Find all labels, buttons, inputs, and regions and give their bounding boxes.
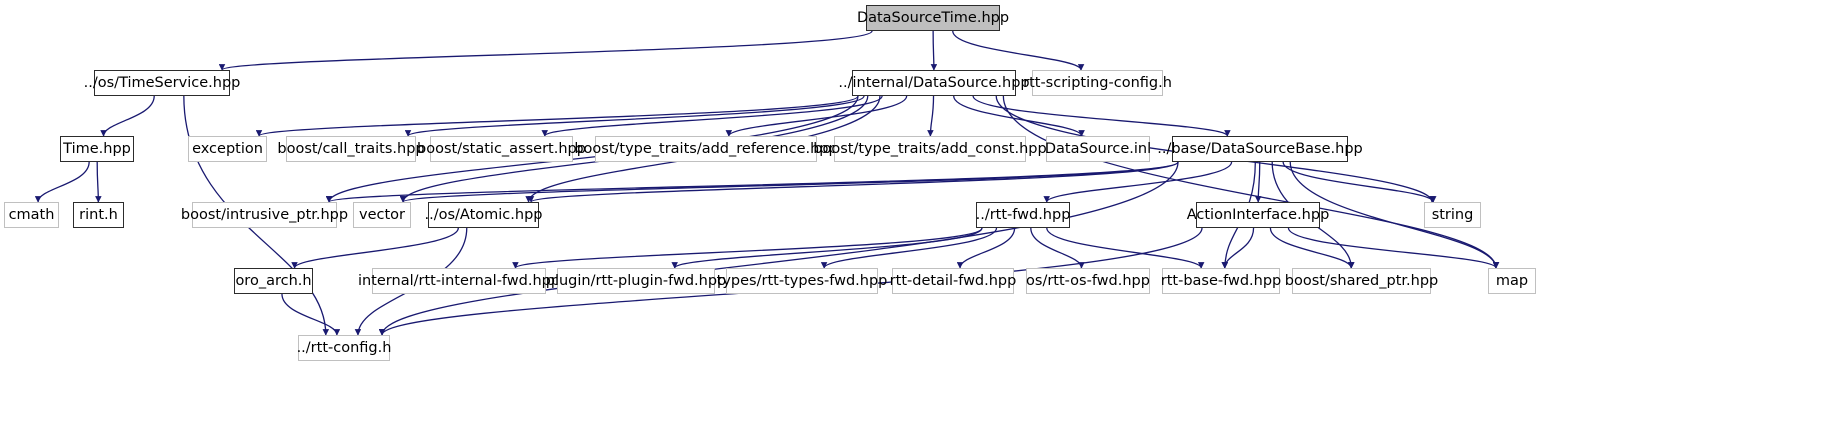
node-exception[interactable]: exception [188, 136, 267, 162]
node-internalfwd[interactable]: internal/rtt-internal-fwd.hpp [358, 268, 560, 294]
edge-datasourcetime-to-datasource [930, 30, 938, 71]
edge-timehpp-to-rinth [95, 161, 102, 203]
node-map[interactable]: map [1488, 268, 1536, 294]
node-pluginfwd[interactable]: plugin/rtt-plugin-fwd.hpp [546, 268, 726, 294]
node-staticassert[interactable]: boost/static_assert.hpp [417, 136, 586, 162]
node-label: rint.h [79, 206, 118, 223]
node-datasourcetime[interactable]: DataSourceTime.hpp [857, 5, 1009, 31]
edge-rttfwd-to-pluginfwd [671, 227, 983, 269]
edge-datasource-to-map [1002, 95, 1500, 269]
edge-atomic-to-oroarch [291, 227, 459, 269]
node-label: cmath [8, 206, 55, 223]
node-actioninterface[interactable]: ActionInterface.hpp [1187, 202, 1329, 228]
edge-rttfwd-to-basefwd [1046, 227, 1205, 269]
node-sharedptr[interactable]: boost/shared_ptr.hpp [1285, 268, 1438, 294]
node-label: Time.hpp [63, 140, 131, 157]
node-label: rtt-base-fwd.hpp [1160, 272, 1282, 289]
edge-datasourcetime-to-rttscriptingconfig [952, 30, 1085, 71]
edge-actioninterface-to-map [1287, 227, 1500, 269]
node-label: exception [192, 140, 263, 157]
node-label: internal/rtt-internal-fwd.hpp [357, 272, 561, 289]
node-label: oro_arch.h [235, 272, 312, 289]
node-string[interactable]: string [1424, 202, 1481, 228]
edge-rttfwd-to-internalfwd [512, 227, 983, 269]
edge-datasourcebase-to-rttfwd [1043, 161, 1233, 203]
edge-datasource-to-addconst [927, 95, 935, 137]
node-addconst[interactable]: boost/type_traits/add_const.hpp [813, 136, 1047, 162]
node-label: ../rtt-config.h [296, 339, 392, 356]
edge-datasource-to-calltraits [404, 95, 865, 137]
edge-datasourcebase-to-atomic [528, 161, 1179, 203]
node-timehpp[interactable]: Time.hpp [60, 136, 134, 162]
node-oroarch[interactable]: oro_arch.h [234, 268, 313, 294]
node-label: rtt-detail-fwd.hpp [889, 272, 1017, 289]
edge-timehpp-to-cmath [34, 161, 90, 203]
node-label: boost/type_traits/add_const.hpp [813, 140, 1047, 157]
node-detailfwd[interactable]: rtt-detail-fwd.hpp [890, 268, 1016, 294]
node-osfwd[interactable]: os/rtt-os-fwd.hpp [1026, 268, 1150, 294]
node-label: ../internal/DataSource.hpp [838, 74, 1030, 91]
edge-datasource-to-addreference [725, 95, 908, 137]
edge-datasource-to-datasourceinl [953, 95, 1085, 137]
node-addreference[interactable]: boost/type_traits/add_reference.hpp [574, 136, 838, 162]
node-cmath[interactable]: cmath [4, 202, 59, 228]
node-datasourcebase[interactable]: ../base/DataSourceBase.hpp [1157, 136, 1363, 162]
edge-datasource-to-datasourcebase [972, 95, 1231, 137]
edge-datasourcebase-to-actioninterface [1254, 161, 1262, 203]
node-label: ../os/TimeService.hpp [83, 74, 241, 91]
node-atomic[interactable]: ../os/Atomic.hpp [425, 202, 542, 228]
node-label: boost/call_traits.hpp [277, 140, 425, 157]
edge-datasourcebase-to-rttconfig [378, 161, 1179, 336]
node-label: boost/intrusive_ptr.hpp [180, 206, 349, 223]
edge-datasourcebase-to-map [1289, 161, 1500, 269]
node-label: string [1431, 206, 1474, 223]
node-timeservice[interactable]: ../os/TimeService.hpp [84, 70, 240, 96]
node-label: types/rtt-types-fwd.hpp [716, 272, 888, 289]
node-label: boost/type_traits/add_reference.hpp [574, 140, 838, 157]
node-datasource[interactable]: ../internal/DataSource.hpp [838, 70, 1030, 96]
edge-datasourcetime-to-timeservice [219, 30, 873, 71]
node-rttscriptingconfig[interactable]: rtt-scripting-config.h [1023, 70, 1172, 96]
edge-rttfwd-to-osfwd [1030, 227, 1085, 269]
node-rttfwd[interactable]: ../rtt-fwd.hpp [976, 202, 1070, 228]
node-label: rtt-scripting-config.h [1023, 74, 1172, 91]
edge-timeservice-to-timehpp [100, 95, 155, 137]
node-label: boost/shared_ptr.hpp [1284, 272, 1439, 289]
node-basefwd[interactable]: rtt-base-fwd.hpp [1161, 268, 1281, 294]
node-rinth[interactable]: rint.h [73, 202, 124, 228]
edge-datasource-to-intrusiveptr [325, 95, 859, 203]
node-label: vector [359, 206, 405, 223]
node-intrusiveptr[interactable]: boost/intrusive_ptr.hpp [181, 202, 348, 228]
node-typesfwd[interactable]: types/rtt-types-fwd.hpp [717, 268, 887, 294]
edge-oroarch-to-rttconfig [281, 293, 341, 336]
edge-datasource-to-exception [256, 95, 859, 137]
node-label: ../rtt-fwd.hpp [975, 206, 1071, 223]
edge-rttfwd-to-typesfwd [820, 227, 998, 269]
edge-actioninterface-to-basefwd [1221, 227, 1255, 269]
node-rttconfig[interactable]: ../rtt-config.h [297, 335, 391, 361]
node-label: map [1495, 272, 1529, 289]
node-label: ActionInterface.hpp [1186, 206, 1330, 223]
edge-datasourcebase-to-string [1282, 161, 1437, 203]
node-label: ../os/Atomic.hpp [424, 206, 543, 223]
edge-rttfwd-to-detailfwd [956, 227, 1016, 269]
node-label: DataSource.inl [1044, 140, 1152, 157]
node-label: os/rtt-os-fwd.hpp [1026, 272, 1150, 289]
node-vector[interactable]: vector [353, 202, 411, 228]
node-calltraits[interactable]: boost/call_traits.hpp [277, 136, 425, 162]
node-datasourceinl[interactable]: DataSource.inl [1045, 136, 1151, 162]
edge-datasourcebase-to-vector [400, 161, 1179, 203]
node-label: plugin/rtt-plugin-fwd.hpp [545, 272, 727, 289]
edge-actioninterface-to-sharedptr [1269, 227, 1355, 269]
node-label: DataSourceTime.hpp [856, 9, 1010, 26]
node-label: ../base/DataSourceBase.hpp [1157, 140, 1363, 157]
node-label: boost/static_assert.hpp [417, 140, 586, 157]
